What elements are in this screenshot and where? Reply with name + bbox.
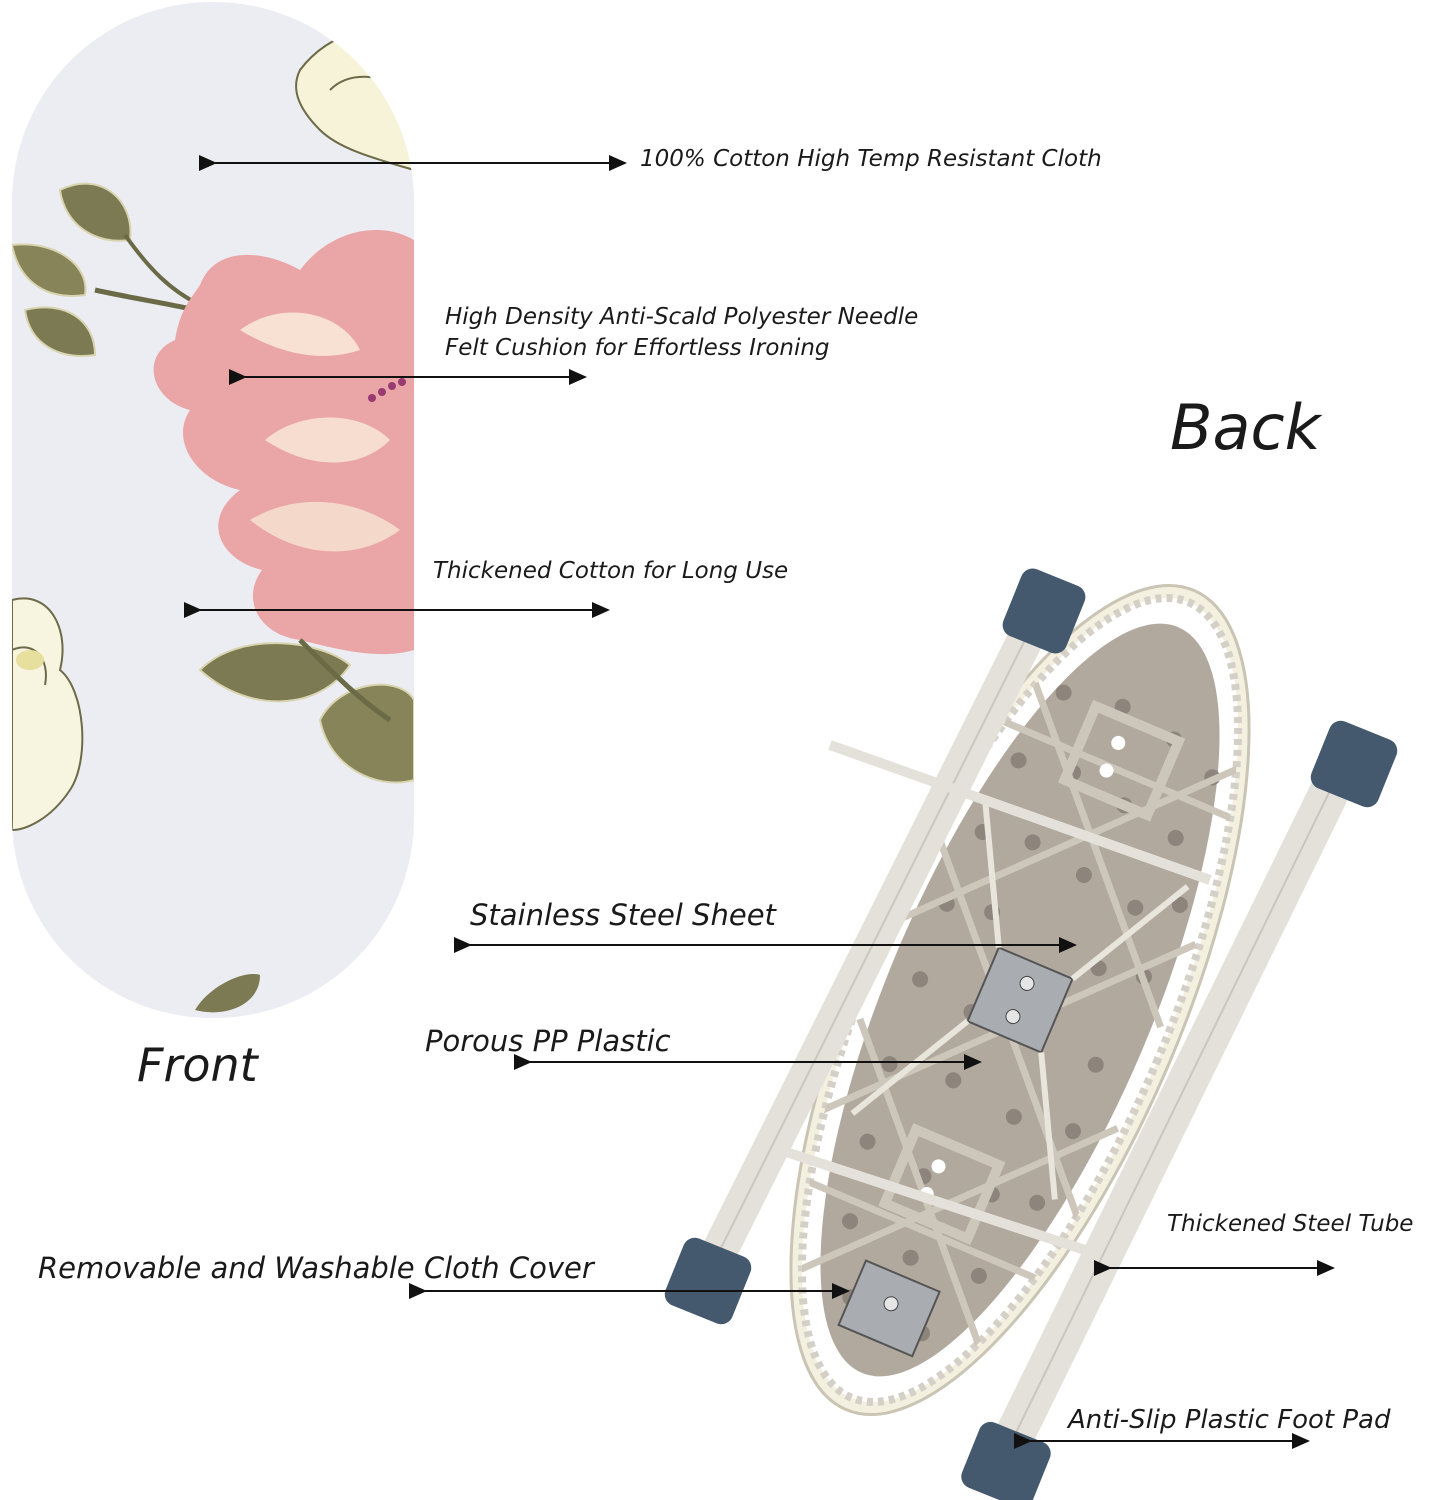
back-title: Back [1170, 391, 1321, 464]
anti-slip-foot-pads [664, 568, 1398, 1500]
callout-steel-sheet: Stainless Steel Sheet [470, 898, 776, 932]
callout-cloth-cover: Removable and Washable Cloth Cover [38, 1251, 594, 1285]
front-ironing-board [12, 2, 414, 1018]
back-ironing-board [741, 584, 1280, 1416]
stainless-steel-sheet [837, 946, 1074, 1358]
callout-arrows [184, 155, 1335, 1449]
side-blossom [12, 597, 84, 832]
front-title: Front [137, 1038, 258, 1092]
callout-steel-tube: Thickened Steel Tube [1167, 1211, 1414, 1237]
callout-cotton-cloth: 100% Cotton High Temp Resistant Cloth [640, 146, 1102, 172]
callout-pp-plastic: Porous PP Plastic [425, 1024, 671, 1058]
pink-peony [153, 230, 414, 655]
callout-thickened-cotton: Thickened Cotton for Long Use [433, 558, 789, 584]
callout-foot-pad: Anti-Slip Plastic Foot Pad [1068, 1405, 1391, 1435]
callout-felt-line1: High Density Anti-Scald Polyester Needle [445, 304, 919, 330]
callout-felt-line2: Felt Cushion for Effortless Ironing [445, 335, 830, 361]
steel-tube-legs [692, 592, 1365, 1475]
leaf-cluster-bottom [195, 638, 414, 1013]
